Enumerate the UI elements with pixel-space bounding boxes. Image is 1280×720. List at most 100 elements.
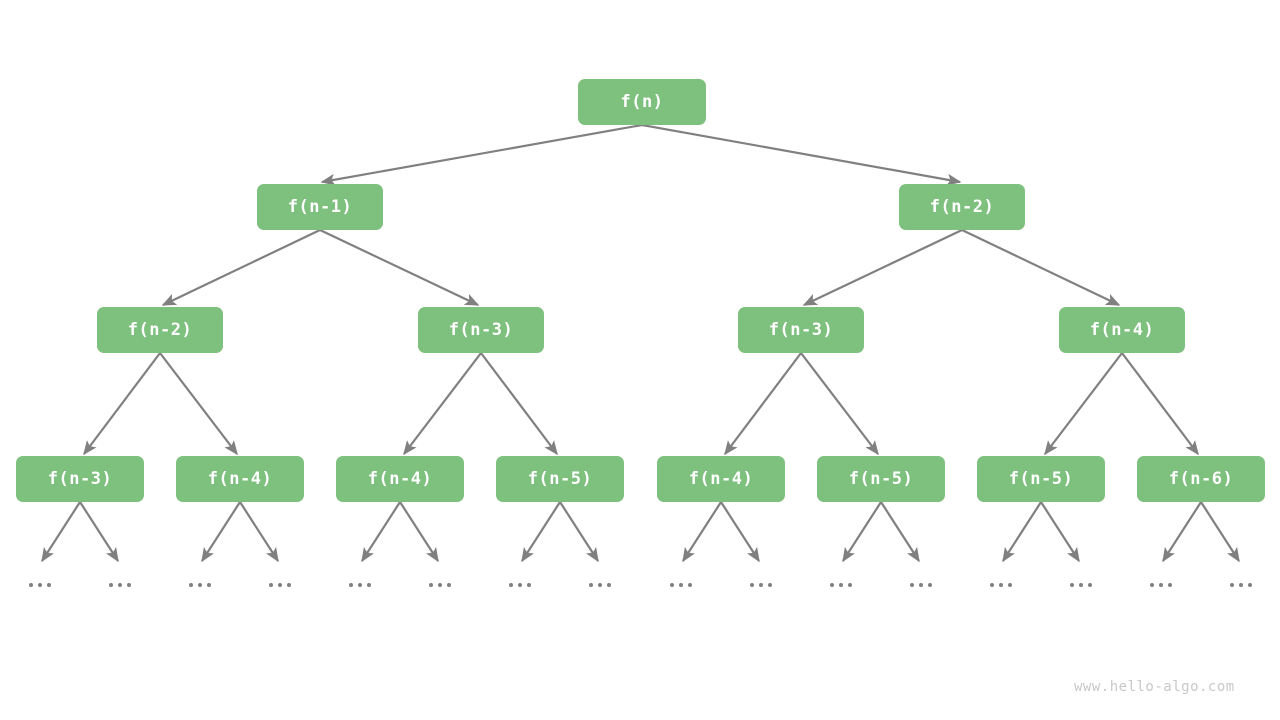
ellipsis-marker-e9 [743, 577, 779, 593]
tree-node-label: f(n-5) [848, 469, 914, 489]
ellipsis-marker-e0 [22, 577, 58, 593]
tree-node-n10[interactable]: f(n-5) [496, 456, 624, 502]
tree-edge-n4-to-n10 [480, 352, 558, 456]
tree-edge-n1-to-n4 [319, 229, 480, 306]
ellipsis-dot [688, 583, 692, 587]
tree-edge-n14-to-e14 [1162, 501, 1202, 563]
tree-node-n14[interactable]: f(n-6) [1137, 456, 1265, 502]
ellipsis-marker-e7 [582, 577, 618, 593]
ellipsis-dot [928, 583, 932, 587]
ellipsis-dot [367, 583, 371, 587]
tree-node-label: f(n-5) [1008, 469, 1074, 489]
ellipsis-dot [207, 583, 211, 587]
tree-node-label: f(n-3) [47, 469, 113, 489]
tree-edge-n7-to-e1 [79, 501, 119, 563]
ellipsis-dot [447, 583, 451, 587]
tree-node-n4[interactable]: f(n-3) [418, 307, 544, 353]
ellipsis-dot [1230, 583, 1234, 587]
ellipsis-dot [127, 583, 131, 587]
ellipsis-dot [679, 583, 683, 587]
tree-node-label: f(n-4) [367, 469, 433, 489]
ellipsis-dot [990, 583, 994, 587]
tree-node-n13[interactable]: f(n-5) [977, 456, 1105, 502]
tree-node-n6[interactable]: f(n-4) [1059, 307, 1185, 353]
tree-node-n5[interactable]: f(n-3) [738, 307, 864, 353]
ellipsis-dot [999, 583, 1003, 587]
ellipsis-dot [47, 583, 51, 587]
ellipsis-dot [198, 583, 202, 587]
ellipsis-dot [598, 583, 602, 587]
tree-node-label: f(n-3) [448, 320, 514, 340]
ellipsis-dot [589, 583, 593, 587]
ellipsis-dot [438, 583, 442, 587]
ellipsis-marker-e11 [903, 577, 939, 593]
ellipsis-dot [1168, 583, 1172, 587]
tree-edge-n6-to-n14 [1121, 352, 1199, 456]
tree-node-label: f(n-3) [768, 320, 834, 340]
tree-edge-n0-to-n1 [320, 123, 643, 186]
ellipsis-dot [509, 583, 513, 587]
ellipsis-dot [429, 583, 433, 587]
tree-edge-n14-to-e15 [1200, 501, 1240, 563]
ellipsis-dot [1070, 583, 1074, 587]
tree-edge-n13-to-e13 [1040, 501, 1080, 563]
ellipsis-dot [1088, 583, 1092, 587]
tree-node-n12[interactable]: f(n-5) [817, 456, 945, 502]
tree-edge-n10-to-e7 [559, 501, 599, 563]
tree-node-label: f(n-2) [127, 320, 193, 340]
ellipsis-dot [109, 583, 113, 587]
tree-edge-n5-to-n12 [800, 352, 879, 456]
tree-node-n11[interactable]: f(n-4) [657, 456, 785, 502]
ellipsis-dot [1008, 583, 1012, 587]
tree-edge-n11-to-e9 [720, 501, 760, 563]
tree-edge-n3-to-n7 [83, 352, 161, 456]
tree-node-n1[interactable]: f(n-1) [257, 184, 383, 230]
ellipsis-marker-e5 [422, 577, 458, 593]
watermark-text: www.hello-algo.com [1074, 679, 1235, 695]
tree-edge-n12-to-e10 [842, 501, 882, 563]
ellipsis-marker-e4 [342, 577, 378, 593]
ellipsis-dot [349, 583, 353, 587]
ellipsis-dot [189, 583, 193, 587]
tree-edge-n5-to-n11 [724, 352, 802, 456]
ellipsis-marker-e1 [102, 577, 138, 593]
ellipsis-dot [269, 583, 273, 587]
ellipsis-dot [1248, 583, 1252, 587]
ellipsis-marker-e14 [1143, 577, 1179, 593]
tree-node-n9[interactable]: f(n-4) [336, 456, 464, 502]
tree-node-label: f(n-4) [207, 469, 273, 489]
ellipsis-marker-e2 [182, 577, 218, 593]
tree-node-n8[interactable]: f(n-4) [176, 456, 304, 502]
ellipsis-marker-e10 [823, 577, 859, 593]
tree-node-n0[interactable]: f(n) [578, 79, 706, 125]
tree-edge-n0-to-n2 [641, 123, 962, 186]
ellipsis-dot [839, 583, 843, 587]
ellipsis-dot [830, 583, 834, 587]
tree-node-n2[interactable]: f(n-2) [899, 184, 1025, 230]
tree-node-n7[interactable]: f(n-3) [16, 456, 144, 502]
tree-node-n3[interactable]: f(n-2) [97, 307, 223, 353]
ellipsis-dot [848, 583, 852, 587]
ellipsis-dot [287, 583, 291, 587]
tree-edge-n10-to-e6 [521, 501, 561, 563]
ellipsis-marker-e8 [663, 577, 699, 593]
ellipsis-dot [910, 583, 914, 587]
ellipsis-dot [1239, 583, 1243, 587]
tree-node-label: f(n-5) [527, 469, 593, 489]
ellipsis-dot [118, 583, 122, 587]
tree-edge-n2-to-n5 [802, 229, 963, 306]
tree-edge-n1-to-n3 [161, 229, 321, 306]
tree-node-label: f(n-2) [929, 197, 995, 217]
ellipsis-dot [750, 583, 754, 587]
tree-node-label: f(n-4) [688, 469, 754, 489]
ellipsis-marker-e12 [983, 577, 1019, 593]
ellipsis-marker-e15 [1223, 577, 1259, 593]
tree-node-label: f(n) [620, 92, 664, 112]
tree-edge-n9-to-e4 [361, 501, 401, 563]
ellipsis-dot [29, 583, 33, 587]
tree-edge-n6-to-n13 [1044, 352, 1123, 456]
ellipsis-dot [607, 583, 611, 587]
ellipsis-dot [1159, 583, 1163, 587]
ellipsis-dot [759, 583, 763, 587]
